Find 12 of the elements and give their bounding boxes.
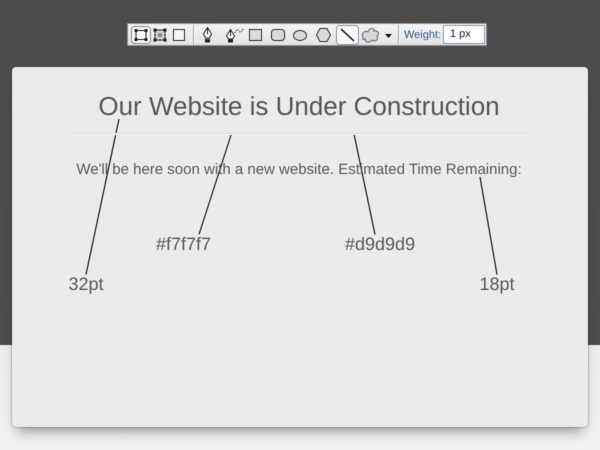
leader-line [198, 134, 232, 235]
leader-line [479, 176, 498, 275]
annotation-label: #d9d9d9 [345, 234, 416, 252]
annotation-label: 18pt [479, 274, 515, 292]
field-label: Weight: [404, 29, 442, 41]
input-field: 1 px [443, 25, 485, 44]
leader-line [85, 118, 120, 275]
annotation-label: 32pt [68, 274, 104, 292]
leader-line [353, 134, 376, 235]
heading: Our Website is Under Construction [98, 93, 500, 119]
page-card [12, 67, 588, 427]
annotation-label: #f7f7f7 [156, 234, 212, 252]
